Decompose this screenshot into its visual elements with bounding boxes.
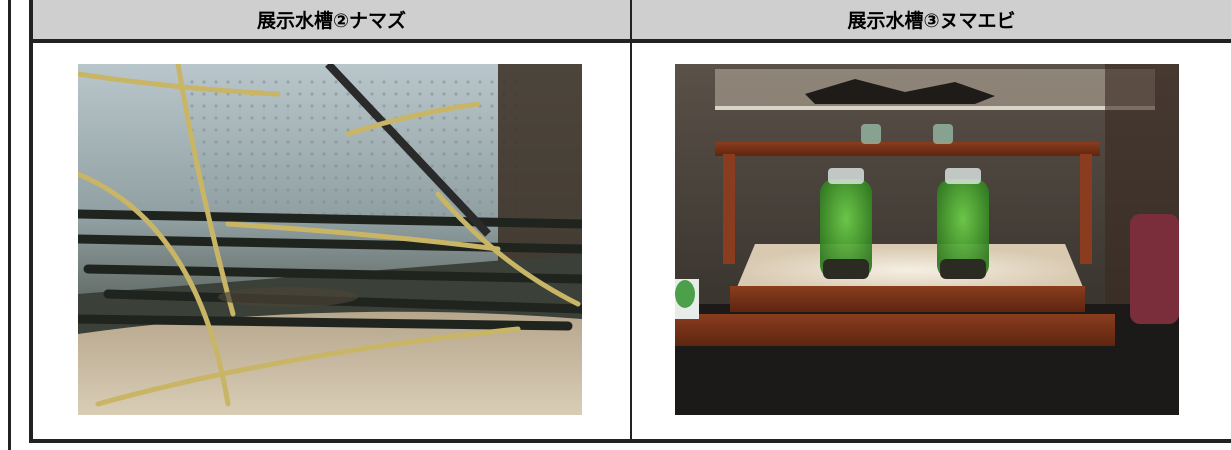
catfish-tank-photo[interactable]: [78, 64, 582, 415]
left-border-rule: [8, 0, 11, 450]
photo-row: [29, 41, 1231, 443]
photo-cell-shrimp: [630, 41, 1231, 443]
photo-cell-catfish: [29, 41, 632, 443]
catfish-tank-image-icon: [78, 64, 582, 415]
shrimp-jars-photo[interactable]: [675, 64, 1179, 415]
shrimp-jars-image-icon: [675, 64, 1179, 415]
header-row: 展示水槽②ナマズ 展示水槽③ヌマエビ: [29, 0, 1231, 43]
exhibit-title-shrimp: 展示水槽③ヌマエビ: [630, 0, 1231, 43]
exhibit-title-catfish: 展示水槽②ナマズ: [29, 0, 632, 43]
exhibit-table: 展示水槽②ナマズ 展示水槽③ヌマエビ: [29, 0, 1231, 443]
